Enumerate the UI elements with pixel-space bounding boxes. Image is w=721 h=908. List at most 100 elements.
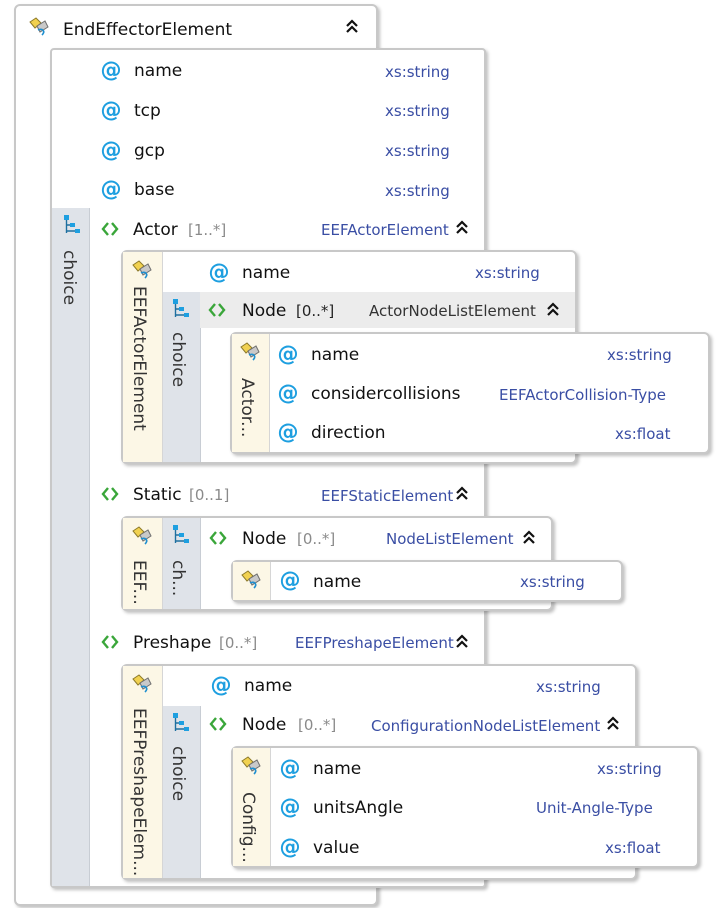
type-label: Config... xyxy=(238,792,258,863)
complex-type-icon xyxy=(131,260,153,280)
at-icon: @ xyxy=(277,342,299,366)
preshape-type-strip: EEFPreshapeElem... xyxy=(123,666,163,878)
attr-name: value xyxy=(313,838,360,858)
attr-type: xs:string xyxy=(536,678,601,696)
attr-name: name xyxy=(134,61,183,81)
actor-type-strip: EEFActorElement xyxy=(123,252,163,462)
attr-name: base xyxy=(134,180,175,200)
complex-type-icon xyxy=(240,570,262,590)
collapse-icon[interactable] xyxy=(546,302,560,318)
attr-type: xs:string xyxy=(597,760,662,778)
element-chevron-icon xyxy=(207,300,227,320)
element-name-static: Static xyxy=(133,485,182,505)
choice-label: choice xyxy=(168,746,188,802)
collapse-icon[interactable] xyxy=(522,530,536,546)
element-cardinality: [1..*] xyxy=(188,221,227,239)
element-type: ActorNodeListElement xyxy=(369,302,536,320)
element-cardinality: [0..1] xyxy=(189,486,230,504)
collapse-icon[interactable] xyxy=(455,220,469,236)
attr-name: name xyxy=(242,263,291,283)
element-type: EEFStaticElement xyxy=(321,487,454,505)
collapse-icon[interactable] xyxy=(455,634,469,650)
element-cardinality: [0..*] xyxy=(296,302,335,320)
type-label: EEF... xyxy=(129,560,149,605)
choice-label: choice xyxy=(59,250,79,306)
choice-icon xyxy=(171,298,191,322)
attr-type: xs:string xyxy=(385,102,450,120)
at-icon: @ xyxy=(100,58,122,82)
element-type: NodeListElement xyxy=(386,530,514,548)
complex-type-icon xyxy=(239,342,261,362)
at-icon: @ xyxy=(100,138,122,162)
type-label: EEFPreshapeElem... xyxy=(129,708,149,877)
element-name-node: Node xyxy=(242,715,287,735)
actor-choice-strip: choice xyxy=(163,292,201,462)
type-label: EEFActorElement xyxy=(129,286,149,431)
complex-type-icon xyxy=(131,526,153,546)
at-icon: @ xyxy=(208,260,230,284)
type-label: Actor... xyxy=(237,378,257,438)
at-icon: @ xyxy=(100,177,122,201)
at-icon: @ xyxy=(279,568,301,592)
complex-type-icon xyxy=(240,756,262,776)
attr-name: name xyxy=(313,759,362,779)
collapse-icon[interactable] xyxy=(606,716,620,732)
attr-type: xs:string xyxy=(385,63,450,81)
attr-type: Unit-Angle-Type xyxy=(536,799,653,817)
node-type-strip xyxy=(233,562,271,600)
element-cardinality: [0..*] xyxy=(219,634,258,652)
static-node-type-box xyxy=(231,560,623,602)
attr-name: considercollisions xyxy=(311,384,461,404)
attr-name: name xyxy=(313,572,362,592)
element-type: EEFPreshapeElement xyxy=(295,634,454,652)
static-type-strip: EEF... xyxy=(123,518,163,609)
attr-name: direction xyxy=(311,423,386,443)
attr-name: unitsAngle xyxy=(313,798,404,818)
element-name-node: Node xyxy=(242,301,287,321)
static-choice-strip: ch... xyxy=(163,518,201,609)
attr-type: xs:float xyxy=(615,425,671,443)
node-row-highlight xyxy=(200,292,575,328)
element-chevron-icon xyxy=(208,714,228,734)
node-type-strip: Config... xyxy=(233,748,271,866)
element-chevron-icon xyxy=(100,484,120,504)
complex-type-icon xyxy=(131,674,153,694)
element-chevron-icon xyxy=(208,528,228,548)
attr-type: xs:string xyxy=(607,346,672,364)
attr-type: xs:string xyxy=(385,182,450,200)
at-icon: @ xyxy=(277,381,299,405)
at-icon: @ xyxy=(100,98,122,122)
root-choice-strip: choice xyxy=(52,208,90,886)
preshape-node-type-box: Config... xyxy=(231,746,699,868)
at-icon: @ xyxy=(279,756,301,780)
choice-label: choice xyxy=(168,332,188,388)
attr-type: xs:string xyxy=(385,142,450,160)
element-chevron-icon xyxy=(100,632,120,652)
attr-type: xs:float xyxy=(605,839,661,857)
collapse-icon[interactable] xyxy=(455,486,469,502)
choice-icon xyxy=(171,712,191,736)
actor-node-type-box: Actor... xyxy=(230,332,710,454)
attr-type: xs:string xyxy=(520,573,585,591)
preshape-choice-strip: choice xyxy=(163,706,201,878)
element-name-preshape: Preshape xyxy=(133,633,212,653)
complex-type-icon xyxy=(28,17,50,37)
attr-type: EEFActorCollision-Type xyxy=(499,386,666,404)
at-icon: @ xyxy=(210,673,232,697)
collapse-icon[interactable] xyxy=(345,19,359,35)
at-icon: @ xyxy=(279,835,301,859)
choice-label: ch... xyxy=(168,560,188,597)
attr-name: tcp xyxy=(134,101,161,121)
node-type-strip: Actor... xyxy=(232,334,270,452)
attr-name: name xyxy=(244,676,293,696)
element-name-node: Node xyxy=(242,529,287,549)
element-name-actor: Actor xyxy=(133,220,178,240)
element-chevron-icon xyxy=(100,219,120,239)
at-icon: @ xyxy=(279,795,301,819)
element-type: EEFActorElement xyxy=(321,221,449,239)
attr-name: name xyxy=(311,345,360,365)
choice-icon xyxy=(62,214,82,238)
element-cardinality: [0..*] xyxy=(297,530,336,548)
choice-icon xyxy=(171,524,191,548)
attr-type: xs:string xyxy=(475,264,540,282)
